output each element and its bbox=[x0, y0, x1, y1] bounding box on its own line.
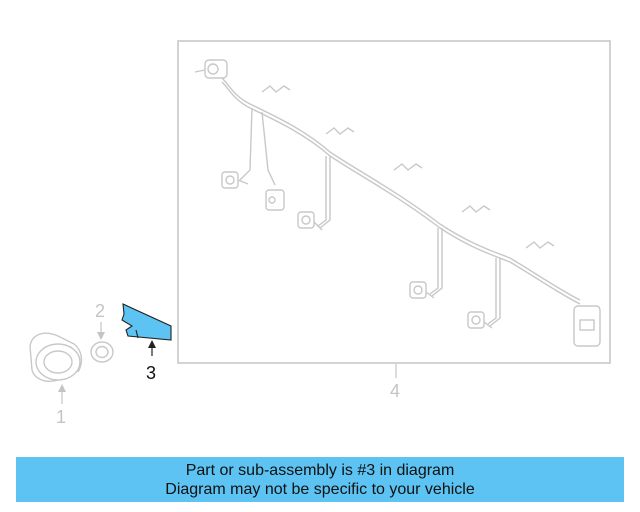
parts-diagram bbox=[29, 40, 611, 404]
wiring-harness-icon[interactable] bbox=[194, 59, 601, 347]
callout-4: 4 bbox=[390, 381, 401, 401]
banner-line-2: Diagram may not be specific to your vehi… bbox=[165, 481, 475, 498]
harness-panel bbox=[177, 40, 611, 364]
parking-sensor-icon[interactable] bbox=[29, 332, 83, 382]
sensor-bracket-icon[interactable] bbox=[121, 303, 172, 341]
callout-2-arrow bbox=[97, 332, 105, 340]
banner-line-1: Part or sub-assembly is #3 in diagram bbox=[185, 462, 455, 479]
callout-1-arrow bbox=[58, 384, 66, 392]
callout-2: 2 bbox=[95, 301, 106, 321]
callout-1: 1 bbox=[56, 407, 67, 427]
callout-3[interactable]: 3 bbox=[146, 363, 157, 383]
callout-3-arrow bbox=[148, 340, 156, 348]
sensor-ring-icon[interactable] bbox=[90, 341, 114, 363]
info-banner: Part or sub-assembly is #3 in diagram Di… bbox=[16, 457, 624, 502]
